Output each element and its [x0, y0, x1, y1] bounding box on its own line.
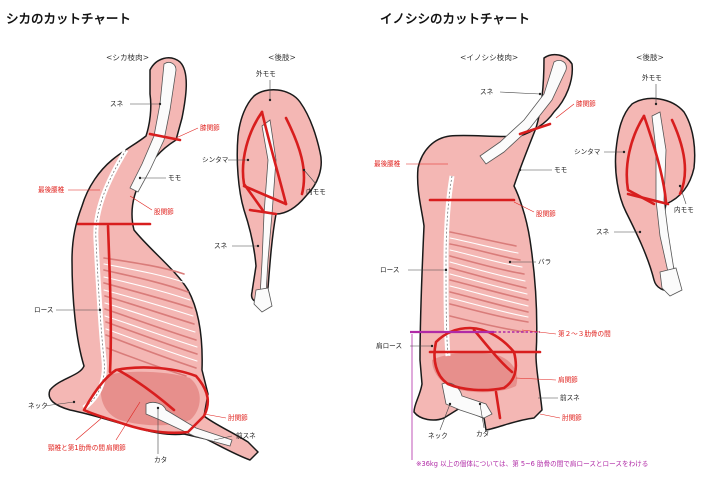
- deer-label-neck: ネック: [28, 402, 48, 410]
- boar-label-neck: ネック: [428, 432, 448, 440]
- boar-label-sune: スネ: [480, 88, 494, 96]
- boar-label-bara: バラ: [538, 258, 551, 266]
- deer-label-knee-joint: 膝関節: [200, 123, 220, 132]
- deer-hindleg-section-label: <後肢>: [268, 52, 296, 62]
- boar-label-kata: カタ: [476, 429, 489, 438]
- boar-carcass: <イノシシ枝肉> スネ 膝関節 最後腰椎 モモ 股関節 ロース バラ 第２～３肋…: [374, 52, 611, 460]
- deer-label-hip-joint: 股関節: [154, 207, 174, 216]
- deer-hindleg: <後肢> 外モモ シンタマ 内モモ スネ: [202, 52, 326, 312]
- deer-hind-label-soto-momo: 外モモ: [256, 69, 276, 78]
- boar-label-rib-2-3: 第２～３肋骨の間: [558, 329, 611, 338]
- deer-carcass-section-label: <シカ枝肉>: [106, 52, 149, 62]
- boar-label-elbow-joint: 肘関節: [562, 413, 582, 422]
- deer-label-last-lumbar: 最後腰椎: [38, 185, 65, 194]
- boar-hind-label-shintama: シンタマ: [574, 147, 601, 156]
- deer-hind-label-sune: スネ: [214, 242, 228, 250]
- boar-hindleg-hoof: [660, 268, 682, 296]
- deer-hind-label-shintama: シンタマ: [202, 155, 229, 164]
- boar-label-shoulder-joint: 肩関節: [558, 375, 578, 384]
- deer-label-loin: ロース: [34, 306, 53, 314]
- boar-hindleg-section-label: <後肢>: [636, 52, 664, 62]
- deer-label-cervical-first-rib: 頸椎と第1肋骨の間: [48, 443, 105, 452]
- deer-label-kata: カタ: [154, 455, 167, 464]
- boar-hind-label-sune: スネ: [596, 228, 610, 236]
- deer-carcass: <シカ枝肉> スネ 膝関節 最後腰椎 モモ 股関節 ロース ネック 頸椎と第1肋…: [28, 52, 258, 464]
- deer-label-sune: スネ: [110, 100, 124, 108]
- boar-label-loin: ロース: [380, 266, 399, 274]
- deer-label-momo: モモ: [168, 174, 181, 182]
- boar-label-last-lumbar: 最後腰椎: [374, 159, 401, 168]
- boar-hind-label-uchi-momo: 内モモ: [674, 205, 694, 214]
- boar-label-knee-joint: 膝関節: [576, 99, 596, 108]
- boar-label-shoulder-loin: 肩ロース: [376, 341, 402, 350]
- deer-label-fore-shank: 前スネ: [236, 431, 256, 440]
- boar-36kg-note: ※36kg 以上の個体については、第 5~6 肋骨の間で肩ロースとロースをわける: [416, 459, 648, 468]
- deer-hind-label-uchi-momo: 内モモ: [306, 187, 326, 196]
- boar-hindleg: <後肢> 外モモ シンタマ 内モモ スネ: [574, 52, 695, 296]
- boar-label-momo: モモ: [554, 166, 567, 174]
- deer-label-elbow-joint: 肘関節: [228, 413, 248, 422]
- deer-hindleg-hoof: [254, 288, 272, 312]
- boar-hind-label-soto-momo: 外モモ: [642, 73, 662, 82]
- deer-shoulder-shade: [101, 372, 200, 426]
- boar-carcass-section-label: <イノシシ枝肉>: [460, 52, 518, 62]
- boar-label-hip-joint: 股関節: [536, 209, 556, 218]
- boar-label-fore-shank: 前スネ: [560, 393, 580, 402]
- deer-label-shoulder-joint: 肩関節: [106, 443, 126, 452]
